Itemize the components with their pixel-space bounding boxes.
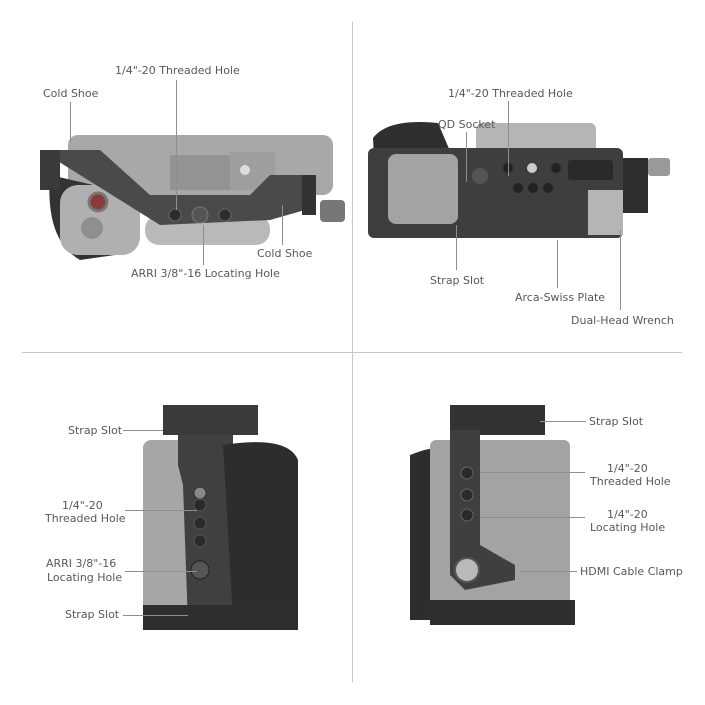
bottom-threaded-hole-label: 1/4"-20 Threaded Hole: [448, 87, 573, 100]
grip-threaded-hole-label-line1: 1/4"-20: [62, 499, 103, 512]
arca-plate-leader: [557, 240, 558, 288]
camera-cage-top-view-illustration: [40, 135, 345, 260]
grip-arri-label-line2: Locating Hole: [47, 571, 123, 584]
port-locating-label-line1: 1/4"-20: [607, 508, 648, 521]
arca-plate-label: Arca-Swiss Plate: [515, 291, 606, 304]
camera-cage-bottom-view-illustration: [368, 122, 670, 238]
threaded-hole-label: 1/4"-20 Threaded Hole: [115, 64, 240, 77]
cold-shoe-right-leader: [282, 205, 283, 245]
cold-shoe-right-label: Cold Shoe: [257, 247, 313, 260]
threaded-hole-leader: [176, 80, 177, 210]
arri-hole-leader: [203, 225, 204, 265]
port-threaded-label-line1: 1/4"-20: [607, 462, 648, 475]
port-strap-slot-leader: [540, 421, 586, 422]
camera-cage-grip-side-illustration: [143, 405, 298, 630]
port-threaded-label-line2: Threaded Hole: [590, 475, 671, 488]
grip-strap-slot-top-leader: [123, 430, 163, 431]
grip-strap-slot-bottom-label: Strap Slot: [65, 608, 120, 621]
qd-socket-leader: [466, 132, 467, 182]
qd-socket-label: QD Socket: [438, 118, 496, 131]
wrench-label: Dual-Head Wrench: [571, 314, 674, 327]
port-strap-slot-label: Strap Slot: [589, 415, 644, 428]
grip-strap-slot-bottom-leader: [123, 615, 188, 616]
grip-arri-leader: [125, 571, 197, 572]
cold-shoe-left-leader: [70, 102, 71, 142]
camera-cage-port-side-illustration: [410, 405, 575, 625]
hdmi-clamp-leader: [520, 571, 577, 572]
wrench-leader: [620, 230, 621, 310]
port-threaded-leader: [480, 472, 585, 473]
port-locating-label-line2: Locating Hole: [590, 521, 666, 534]
bottom-threaded-hole-leader: [508, 101, 509, 176]
grip-arri-label-line1: ARRI 3/8"-16: [46, 557, 117, 570]
grip-strap-slot-top-label: Strap Slot: [68, 424, 123, 437]
cold-shoe-left-label: Cold Shoe: [43, 87, 99, 100]
strap-slot-leader: [456, 225, 457, 270]
grip-threaded-hole-leader: [125, 510, 197, 511]
horizontal-divider: [22, 352, 682, 353]
grip-threaded-hole-label-line2: Threaded Hole: [45, 512, 126, 525]
arri-hole-label: ARRI 3/8"-16 Locating Hole: [131, 267, 280, 280]
strap-slot-label: Strap Slot: [430, 274, 485, 287]
port-locating-leader: [480, 517, 585, 518]
hdmi-clamp-label: HDMI Cable Clamp: [580, 565, 683, 578]
